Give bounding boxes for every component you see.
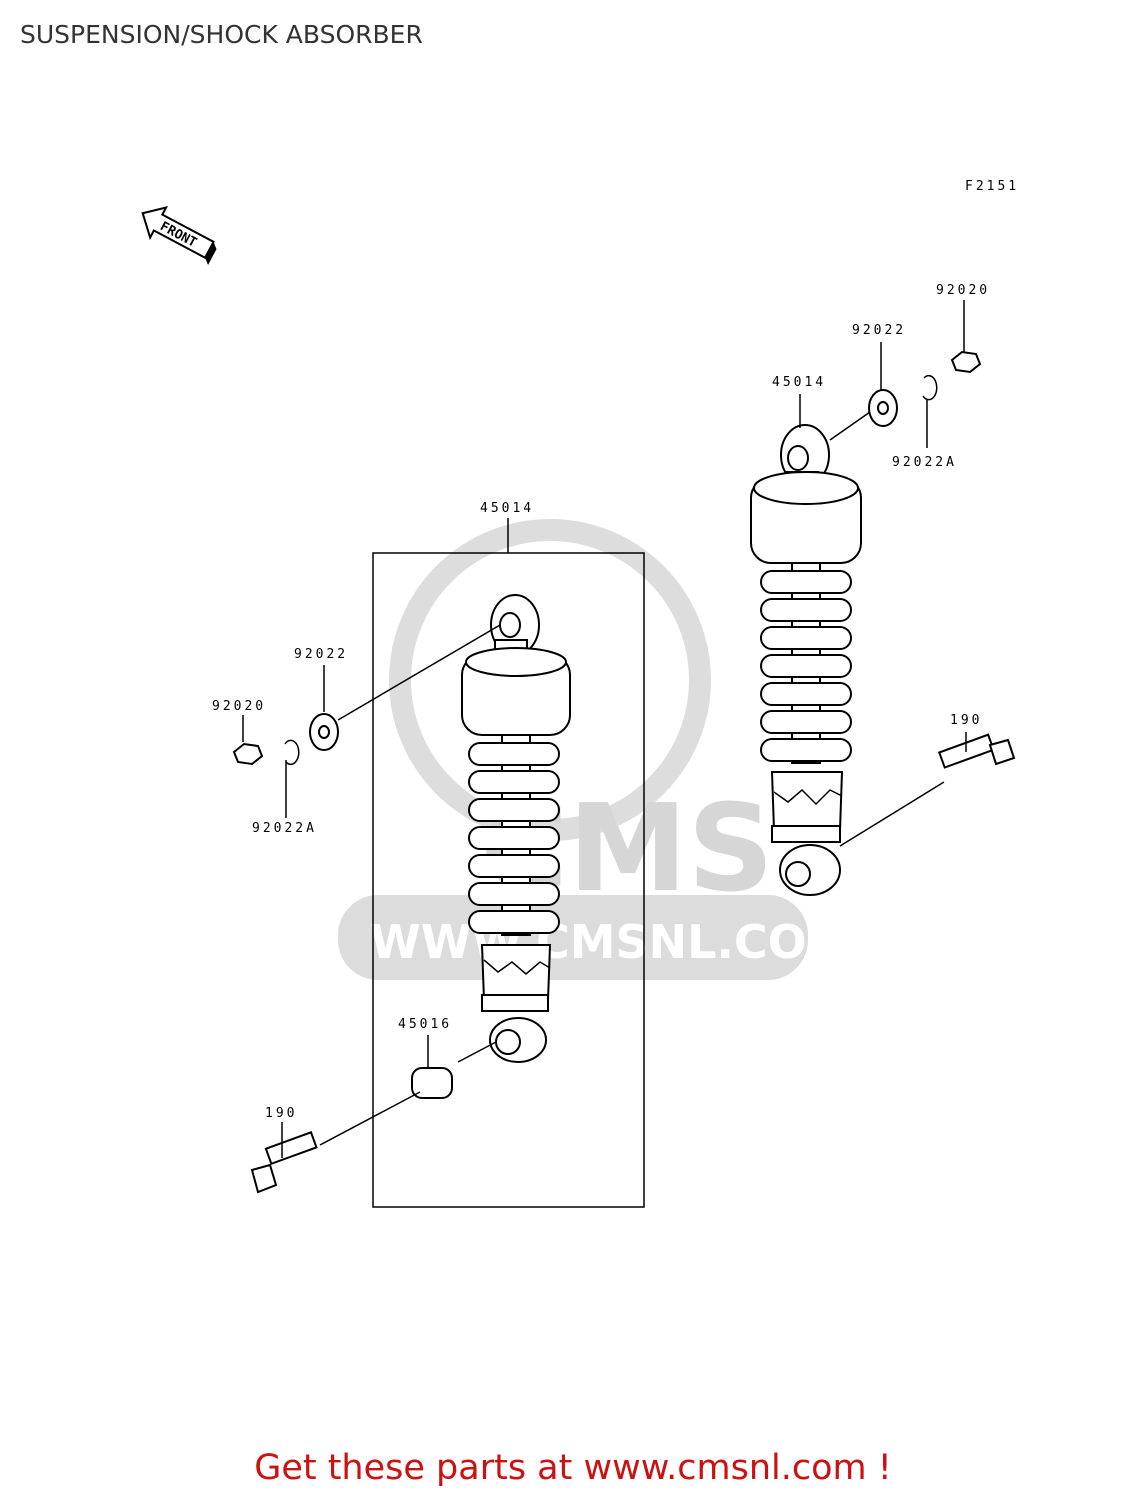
label-right-spring-washer: 92022A (892, 455, 957, 470)
watermark-text: WWW.CMSNL.COM (370, 915, 853, 969)
label-left-washer: 92022 (294, 647, 348, 662)
right-shock-absorber (750, 424, 862, 896)
parts-diagram: CMS WWW.CMSNL.COM F2151 FRONT (141, 179, 1019, 1208)
figure-code: F2151 (965, 179, 1019, 194)
label-right-nut: 92020 (936, 283, 990, 298)
left-bolt-icon (250, 1131, 318, 1194)
label-left-bolt: 190 (265, 1106, 297, 1121)
left-nut-icon (232, 742, 264, 766)
right-spring-washer-icon (922, 374, 938, 401)
left-spring-washer-icon (284, 739, 300, 766)
label-left-spring-washer: 92022A (252, 821, 317, 836)
left-collar-icon (411, 1067, 453, 1099)
label-right-shock: 45014 (772, 375, 826, 390)
label-right-bolt: 190 (950, 713, 982, 728)
front-arrow-icon: FRONT (141, 206, 217, 265)
label-left-shock: 45014 (480, 501, 534, 516)
label-left-collar: 45016 (398, 1017, 452, 1032)
shop-link[interactable]: Get these parts at www.cmsnl.com ! (254, 1448, 892, 1488)
label-left-nut: 92020 (212, 699, 266, 714)
page-title: SUSPENSION/SHOCK ABSORBER (20, 20, 423, 49)
label-right-washer: 92022 (852, 323, 906, 338)
left-shock-absorber (461, 594, 571, 1063)
right-nut-icon (950, 350, 982, 374)
right-bolt-icon (937, 733, 1016, 769)
